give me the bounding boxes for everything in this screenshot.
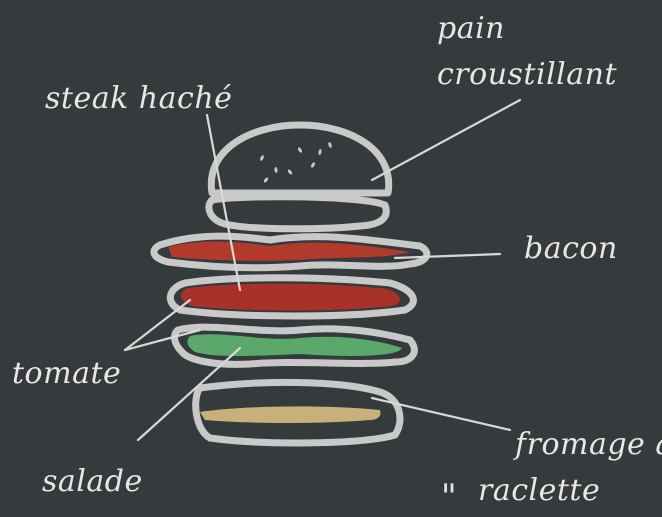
label-steak: steak haché: [45, 82, 232, 116]
leader-fromage: [372, 398, 510, 430]
label-pain-line2: croustillant: [437, 58, 617, 92]
bacon-fill: [168, 242, 410, 261]
label-fromage-line2: raclette: [478, 474, 600, 508]
label-salade: salade: [42, 465, 143, 499]
leader-bacon: [395, 254, 500, 258]
lettuce-fill: [187, 334, 402, 356]
leader-salade: [138, 348, 240, 440]
top-bun: [211, 125, 388, 193]
middle-bun: [209, 197, 386, 229]
label-tomate: tomate: [12, 357, 121, 391]
label-fromage-line1: fromage à: [515, 428, 662, 462]
cheese-fill: [200, 406, 381, 423]
corner-mark: ": [441, 480, 457, 514]
tomato-fill: [181, 284, 400, 311]
leader-pain: [372, 100, 520, 180]
label-bacon: bacon: [524, 232, 618, 266]
leader-tomate-1: [125, 300, 190, 350]
label-pain-line1: pain: [437, 12, 505, 46]
sesame-seeds: [259, 142, 332, 184]
